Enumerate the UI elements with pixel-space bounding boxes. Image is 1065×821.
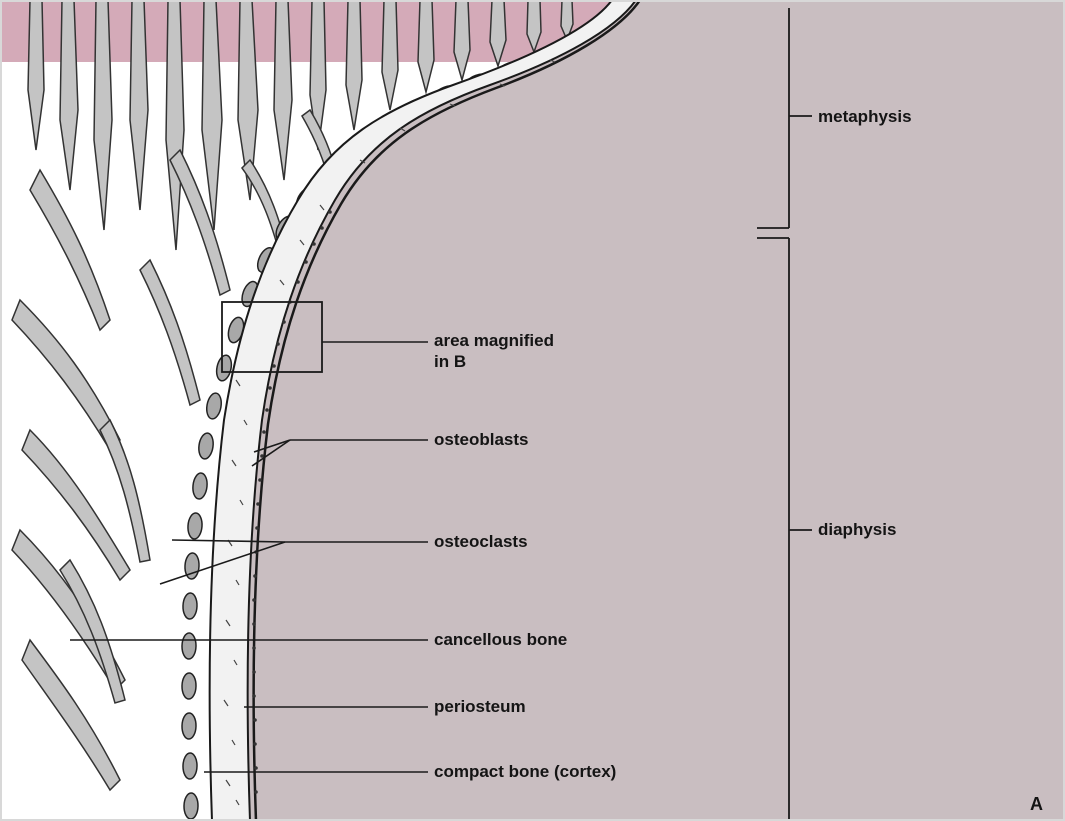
label-area-magnified-line2: in B [434,352,466,371]
panel-letter: A [1030,794,1043,815]
label-diaphysis: diaphysis [818,519,896,540]
label-metaphysis: metaphysis [818,106,912,127]
label-osteoclasts: osteoclasts [434,531,528,552]
label-osteoblasts: osteoblasts [434,429,528,450]
label-compact-bone: compact bone (cortex) [434,761,616,782]
label-cancellous-bone: cancellous bone [434,629,567,650]
cancellous-region [0,0,640,821]
label-area-magnified-line1: area magnified [434,331,554,350]
label-area-magnified: area magnified in B [434,330,634,372]
region-brackets [757,8,812,821]
label-periosteum: periosteum [434,696,526,717]
